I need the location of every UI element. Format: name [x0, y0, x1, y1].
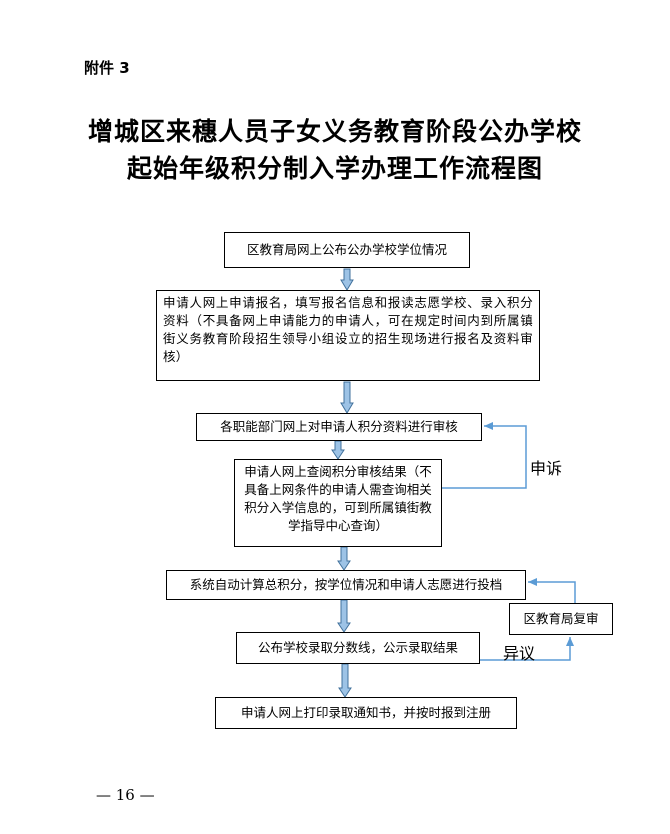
step-check-results: 申请人网上查阅积分审核结果（不具备上网条件的申请人需查询相关积分入学信息的，可到…: [234, 459, 442, 547]
step-publish-vacancies: 区教育局网上公布公办学校学位情况: [224, 232, 470, 268]
attachment-label: 附件 3: [84, 59, 130, 77]
appeal-label: 申诉: [530, 459, 563, 478]
step-department-review: 各职能部门网上对申请人积分资料进行审核: [196, 413, 482, 441]
review-return-line: [528, 578, 576, 603]
down-arrow-3: [331, 440, 345, 460]
objection-label: 异议: [503, 644, 536, 663]
appeal-loop-line: [442, 422, 527, 489]
step-print-notice: 申请人网上打印录取通知书，并按时报到注册: [215, 697, 517, 729]
down-arrow-2: [340, 381, 354, 414]
down-arrow-6: [338, 663, 352, 698]
down-arrow-5: [337, 599, 351, 633]
step-bureau-review: 区教育局复审: [509, 603, 613, 635]
title-line-1: 增城区来穗人员子女义务教育阶段公办学校: [87, 117, 582, 146]
title-line-2: 起始年级积分制入学办理工作流程图: [126, 154, 543, 183]
step-auto-calculate: 系统自动计算总积分，按学位情况和申请人志愿进行投档: [166, 570, 526, 600]
down-arrow-4: [337, 546, 351, 571]
down-arrow-1: [340, 268, 354, 291]
step-publish-admission: 公布学校录取分数线，公示录取结果: [236, 632, 480, 664]
objection-line: [480, 637, 574, 661]
page-number: — 16 —: [96, 786, 155, 804]
step-online-application: 申请人网上申请报名，填写报名信息和报读志愿学校、录入积分资料（不具备网上申请能力…: [156, 290, 540, 381]
